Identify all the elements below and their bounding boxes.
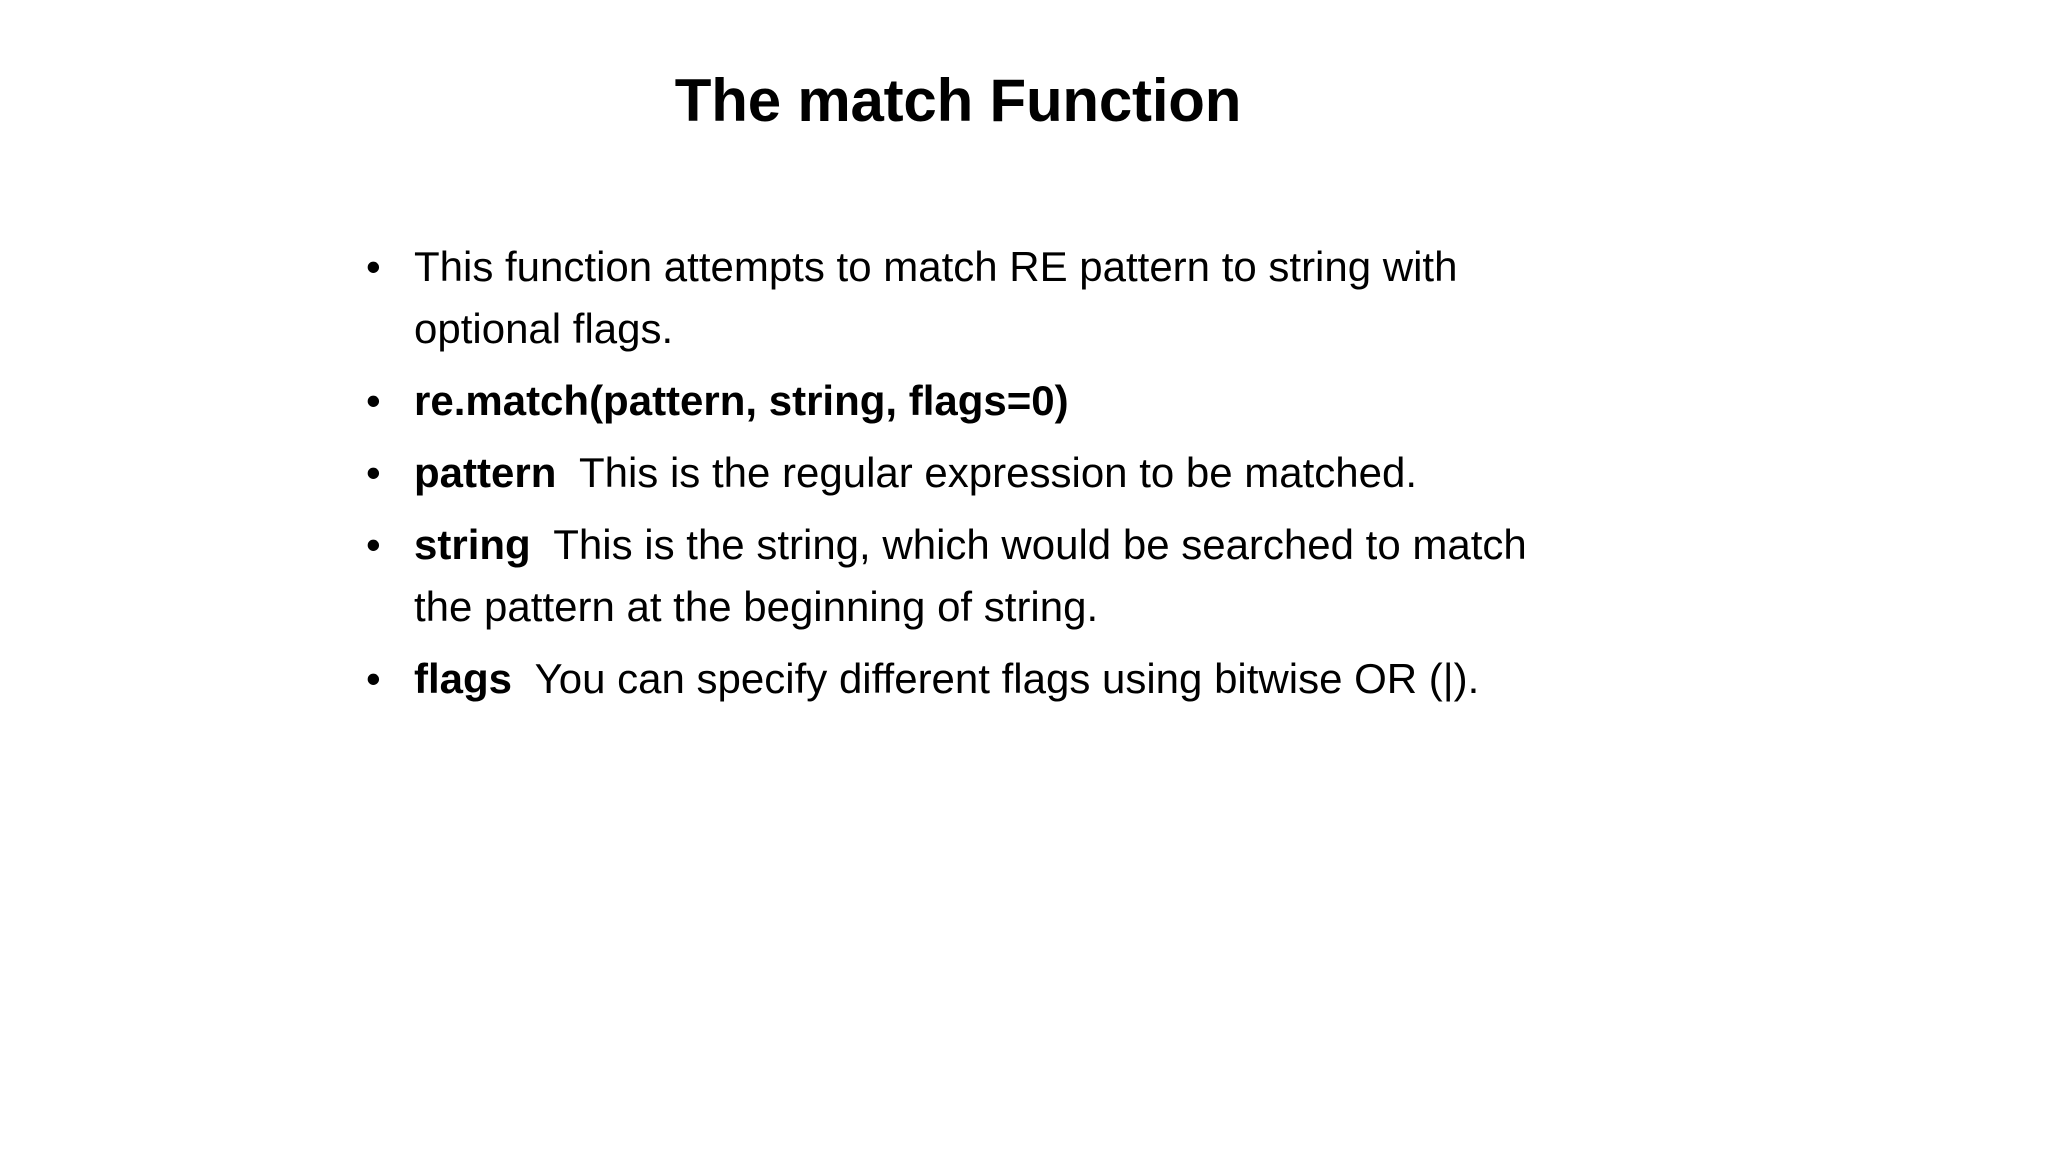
bullet-text: This is the string, which would be searc… <box>414 521 1527 630</box>
bullet-list: • This function attempts to match RE pat… <box>352 236 1582 710</box>
bullet-term-gap <box>556 449 579 496</box>
bullet-point-icon: • <box>366 521 381 568</box>
list-item: • re.match(pattern, string, flags=0) <box>352 370 1582 432</box>
slide-title: The match Function <box>674 67 1242 134</box>
bullet-term-gap <box>512 655 535 702</box>
bullet-text: re.match(pattern, string, flags=0) <box>414 377 1069 424</box>
bullet-point-icon: • <box>366 449 381 496</box>
bullet-text: You can specify different flags using bi… <box>534 655 1480 702</box>
bullet-point-icon: • <box>366 377 381 424</box>
list-item: • This function attempts to match RE pat… <box>352 236 1582 360</box>
bullet-text: This function attempts to match RE patte… <box>414 243 1458 352</box>
list-item: • pattern This is the regular expression… <box>352 442 1582 504</box>
bullet-term-gap <box>531 521 554 568</box>
bullet-term: string <box>414 521 531 568</box>
list-item: • string This is the string, which would… <box>352 514 1582 638</box>
bullet-text: This is the regular expression to be mat… <box>578 449 1418 496</box>
bullet-point-icon: • <box>366 655 381 702</box>
list-item: • flags You can specify different flags … <box>352 648 1582 710</box>
bullet-term: pattern <box>414 449 557 496</box>
bullet-point-icon: • <box>366 243 381 290</box>
bullet-term: flags <box>414 655 513 702</box>
